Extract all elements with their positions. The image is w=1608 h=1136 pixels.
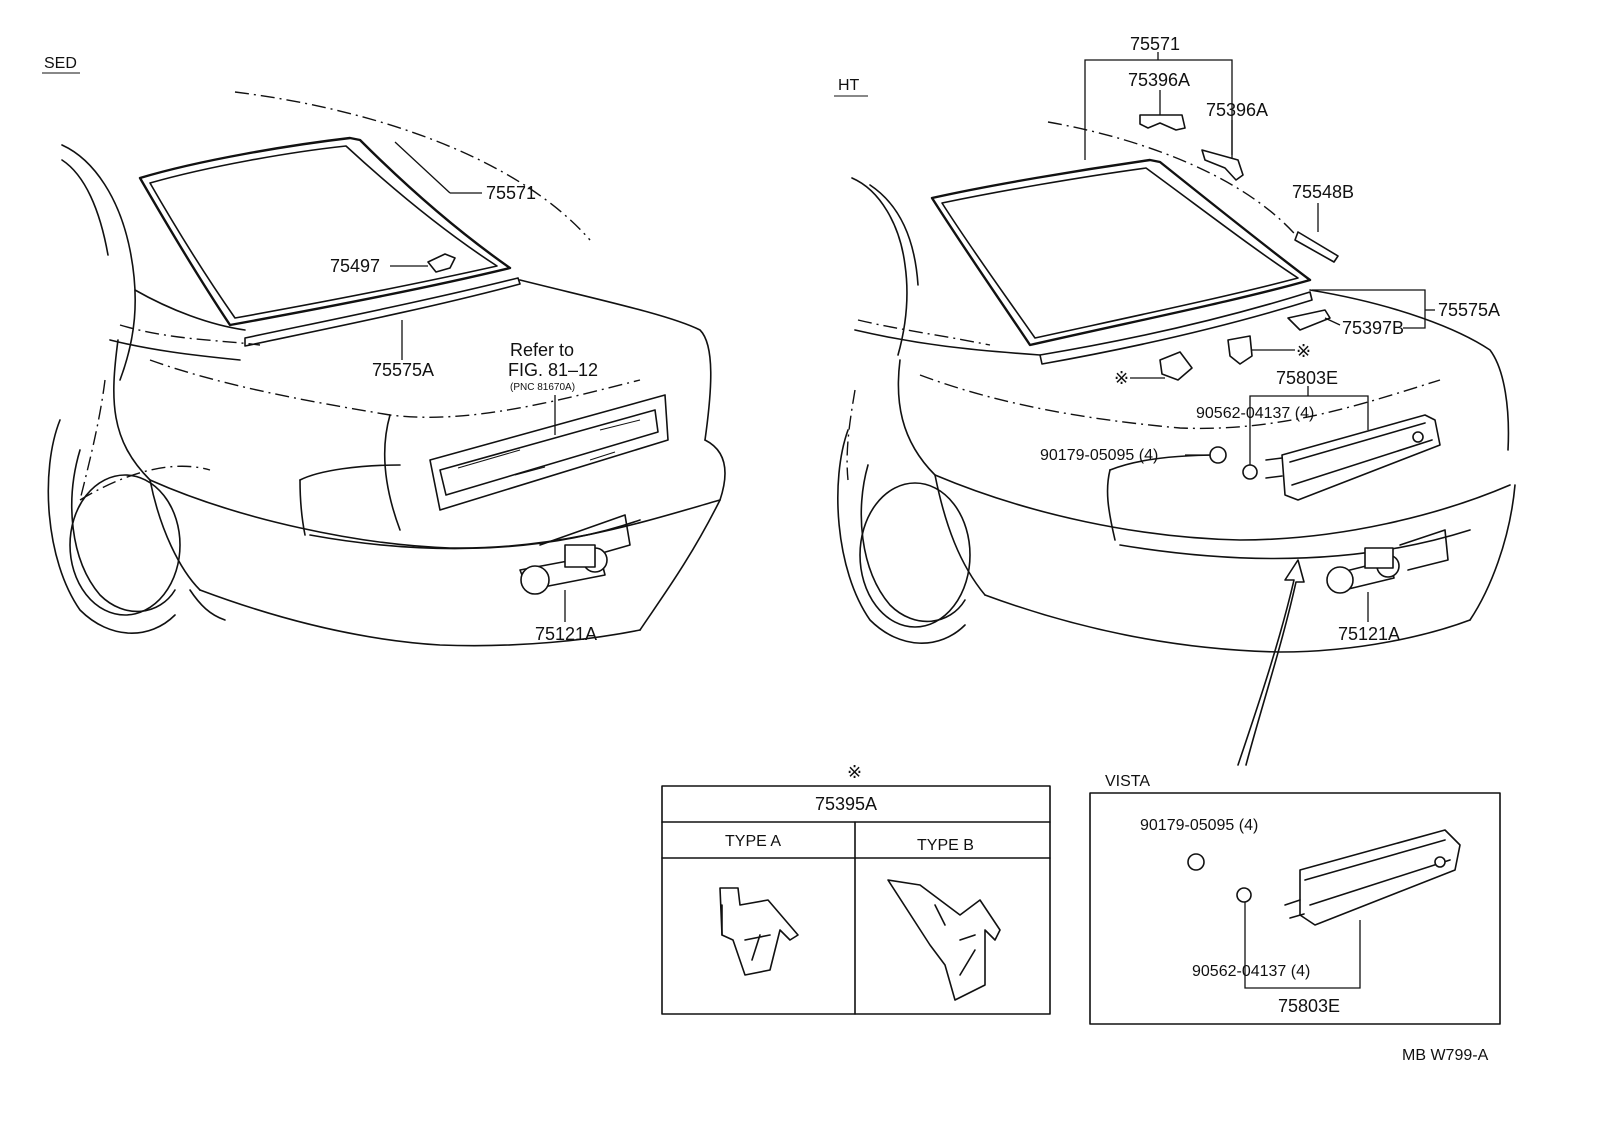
leader-75397b [1324, 317, 1341, 326]
footer-code: MB W799-A [1402, 1047, 1489, 1064]
sedan-section: SED [42, 55, 726, 647]
hardtop-nut-part [1242, 464, 1258, 480]
hardtop-clip-548b-part [1294, 231, 1339, 263]
label-75571-sed: 75571 [486, 183, 536, 203]
hardtop-section-label: HT [838, 77, 860, 94]
label-vista-nut: 90562-04137 (4) [1192, 963, 1310, 980]
clip-type-a-drawing [719, 887, 799, 976]
label-75121a-sed: 75121A [535, 624, 597, 644]
label-75571-ht: 75571 [1130, 34, 1180, 54]
vista-pointer-arrow [1237, 559, 1305, 766]
vista-frame [1089, 792, 1501, 1025]
table-type-a-header: TYPE A [725, 833, 781, 850]
hardtop-clip-left-part [1139, 114, 1186, 131]
label-75548b: 75548B [1292, 182, 1354, 202]
note-mark-b: ※ [1296, 341, 1311, 361]
label-fig-ref: FIG. 81–12 [508, 360, 598, 380]
hardtop-clip-note-a [1159, 351, 1193, 381]
hardtop-emblem-part [1326, 547, 1400, 594]
hardtop-clip-note-b [1227, 335, 1253, 365]
bracket-75803e-ht [1249, 395, 1369, 465]
hardtop-section: HT [834, 34, 1516, 766]
bracket-vista-garnish [1244, 920, 1361, 989]
hardtop-moulding-part [1039, 291, 1313, 365]
table-part-number: 75395A [815, 794, 877, 814]
label-75121a-ht: 75121A [1338, 624, 1400, 644]
hardtop-car-body [837, 121, 1516, 653]
sedan-moulding-part [244, 277, 521, 347]
vista-section-label: VISTA [1105, 773, 1150, 790]
note-mark-a: ※ [1114, 368, 1129, 388]
hardtop-rear-glass [930, 158, 1312, 347]
sedan-section-label: SED [44, 55, 77, 72]
table-frame [661, 785, 1051, 1015]
label-75397b: 75397B [1342, 318, 1404, 338]
table-note-mark: ※ [847, 762, 862, 782]
table-type-b-header: TYPE B [917, 837, 974, 854]
hardtop-clip-397b-part [1287, 309, 1331, 331]
label-vista-garnish: 75803E [1278, 996, 1340, 1016]
sedan-clip-part [427, 253, 456, 273]
label-vista-screw: 90179-05095 (4) [1140, 817, 1258, 834]
hardtop-garnish-part [1265, 414, 1441, 501]
vista-section: VISTA 90179-05095 (4) 90562-04137 (4) 75… [1089, 773, 1501, 1025]
label-75497: 75497 [330, 256, 380, 276]
vista-garnish-part [1284, 829, 1461, 926]
sedan-car-body [47, 91, 726, 647]
vista-screw-part [1187, 853, 1205, 871]
sedan-emblem-part [519, 544, 608, 595]
clip-type-b-drawing [887, 879, 1001, 1001]
label-90179-ht: 90179-05095 (4) [1040, 447, 1158, 464]
hardtop-clip-right-part [1201, 149, 1244, 181]
label-75575a-ht: 75575A [1438, 300, 1500, 320]
label-75396a-right: 75396A [1206, 100, 1268, 120]
label-pnc-ref: (PNC 81670A) [510, 382, 575, 393]
vista-nut-part [1236, 887, 1252, 903]
bracket-75575a-ht [1312, 289, 1426, 329]
clip-type-table: ※ 75395A TYPE A TYPE B [661, 762, 1051, 1015]
sedan-rear-glass [138, 136, 512, 327]
label-90562-ht: 90562-04137 (4) [1196, 405, 1314, 422]
label-refer-to: Refer to [510, 340, 574, 360]
label-75575a-sed: 75575A [372, 360, 434, 380]
leader-75571-sed-b [394, 141, 451, 194]
hardtop-screw-part [1209, 446, 1227, 464]
label-75803e-ht: 75803E [1276, 368, 1338, 388]
label-75396a-left: 75396A [1128, 70, 1190, 90]
